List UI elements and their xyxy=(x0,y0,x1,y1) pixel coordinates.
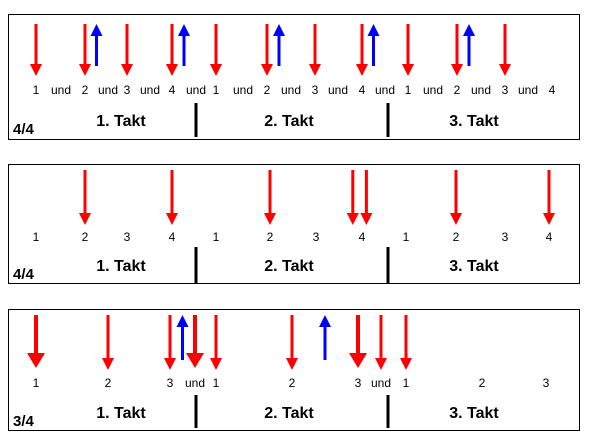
beat-count-label: und xyxy=(98,83,118,97)
panel-frame xyxy=(8,14,580,140)
beat-count-label: 4 xyxy=(546,230,553,244)
beat-count-label: 3 xyxy=(355,376,362,390)
strumming-panel: 1 2 3 4 1 2 3 4 1 2 3 4 1. Takt 2. Takt 3. Takt 4/4 xyxy=(8,164,580,284)
beat-count-label: 3 xyxy=(167,376,174,390)
beat-count-label: 3 xyxy=(124,230,131,244)
down-stroke-arrow xyxy=(166,170,178,225)
beat-count-label: 2 xyxy=(454,83,461,97)
beat-count-label: 3 xyxy=(313,230,320,244)
beat-count-label: 3 xyxy=(502,230,509,244)
down-stroke-arrow xyxy=(400,315,412,370)
beat-count-label: 4 xyxy=(549,83,556,97)
beat-count-label: 3 xyxy=(502,83,509,97)
down-stroke-arrow xyxy=(356,24,368,76)
down-stroke-arrow xyxy=(164,315,176,370)
beat-count-label: 1 xyxy=(403,376,410,390)
takt-label: 1. Takt xyxy=(96,405,146,422)
beat-count-label: 1 xyxy=(33,230,40,244)
beat-count-label: 2 xyxy=(105,376,112,390)
time-signature: 4/4 xyxy=(13,121,35,138)
beat-count-label: und xyxy=(233,83,253,97)
beat-count-label: und xyxy=(281,83,301,97)
beat-count-label: 3 xyxy=(312,83,319,97)
down-stroke-arrow xyxy=(286,315,298,370)
beat-count-label: 1 xyxy=(213,230,220,244)
beat-count-label: 2 xyxy=(82,83,89,97)
beat-count-label: 1 xyxy=(213,376,220,390)
beat-count-label: 3 xyxy=(543,376,550,390)
beat-count-label: 4 xyxy=(169,230,176,244)
beat-count-label: 1 xyxy=(33,83,40,97)
panel-frame xyxy=(8,309,580,431)
beat-count-label: 3 xyxy=(124,83,131,97)
down-stroke-arrow xyxy=(210,24,222,76)
takt-label: 2. Takt xyxy=(264,258,314,275)
beat-count-label: und xyxy=(185,376,205,390)
down-stroke-arrow xyxy=(121,24,133,76)
beat-count-label: und xyxy=(51,83,71,97)
up-stroke-arrow xyxy=(319,315,331,360)
down-stroke-arrow xyxy=(346,170,359,225)
down-stroke-arrow xyxy=(30,24,42,76)
beat-count-label: und xyxy=(186,83,206,97)
beat-count-label: 2 xyxy=(479,376,486,390)
beat-count-label: und xyxy=(371,376,391,390)
beat-count-label: 1 xyxy=(213,83,220,97)
beat-count-label: 4 xyxy=(359,83,366,97)
beat-count-label: und xyxy=(375,83,395,97)
down-stroke-arrow xyxy=(375,315,387,370)
down-stroke-arrow xyxy=(79,24,91,76)
down-stroke-arrow xyxy=(349,315,367,368)
takt-label: 3. Takt xyxy=(449,405,499,422)
beat-count-label: 4 xyxy=(359,230,366,244)
down-stroke-arrow xyxy=(210,315,222,370)
down-stroke-arrow xyxy=(499,24,511,76)
beat-count-label: und xyxy=(471,83,491,97)
beat-count-label: 1 xyxy=(403,230,410,244)
down-stroke-arrow xyxy=(166,24,178,76)
strumming-panel: 1 und 2 und 3 und 4 und 1 und 2 und 3 und 4 und 1 und 2 und… xyxy=(8,14,580,140)
takt-label: 3. Takt xyxy=(449,113,499,130)
up-stroke-arrow xyxy=(463,24,475,66)
up-stroke-arrow xyxy=(273,24,285,66)
down-stroke-arrow xyxy=(402,24,414,76)
down-stroke-arrow xyxy=(102,315,114,370)
down-stroke-arrow xyxy=(360,170,373,225)
time-signature: 3/4 xyxy=(13,413,35,430)
takt-label: 2. Takt xyxy=(264,405,314,422)
down-stroke-arrow xyxy=(543,170,555,225)
takt-label: 1. Takt xyxy=(96,113,146,130)
down-stroke-arrow xyxy=(451,24,463,76)
down-stroke-arrow xyxy=(27,315,45,368)
panel-frame xyxy=(8,164,580,284)
up-stroke-arrow xyxy=(367,24,380,66)
down-stroke-arrow xyxy=(309,24,321,76)
takt-label: 2. Takt xyxy=(264,113,314,130)
beat-count-label: und xyxy=(140,83,160,97)
beat-count-label: 4 xyxy=(169,83,176,97)
down-stroke-arrow xyxy=(261,24,273,76)
beat-count-label: und xyxy=(518,83,538,97)
beat-count-label: 2 xyxy=(453,230,460,244)
up-stroke-arrow xyxy=(178,24,190,66)
beat-count-label: 2 xyxy=(267,230,274,244)
up-stroke-arrow xyxy=(176,315,189,360)
beat-count-label: 2 xyxy=(82,230,89,244)
beat-count-label: 2 xyxy=(264,83,271,97)
down-stroke-arrow xyxy=(450,170,462,225)
beat-count-label: und xyxy=(328,83,348,97)
down-stroke-arrow xyxy=(79,170,91,225)
beat-count-label: und xyxy=(423,83,443,97)
beat-count-label: 1 xyxy=(405,83,412,97)
up-stroke-arrow xyxy=(90,24,103,66)
takt-label: 3. Takt xyxy=(449,258,499,275)
time-signature: 4/4 xyxy=(13,266,35,283)
beat-count-label: 1 xyxy=(33,376,40,390)
down-stroke-arrow xyxy=(186,315,204,368)
takt-label: 1. Takt xyxy=(96,258,146,275)
down-stroke-arrow xyxy=(264,170,276,225)
beat-count-label: 2 xyxy=(289,376,296,390)
strumming-panel: 1 2 3 und 1 2 3 und 1 2 3 1. Takt 2. Takt 3. Takt 3/4 xyxy=(8,309,580,431)
